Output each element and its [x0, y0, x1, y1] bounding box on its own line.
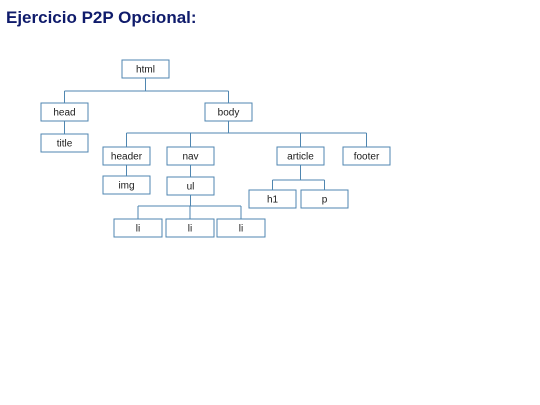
node-ul: ul [166, 176, 215, 196]
node-footer: footer [342, 146, 391, 166]
node-h1: h1 [248, 189, 297, 209]
node-label-h1: h1 [267, 195, 279, 206]
node-li1: li [113, 218, 163, 238]
node-article: article [276, 146, 325, 166]
node-box-li3 [216, 218, 266, 238]
node-box-article [276, 146, 325, 166]
node-label-article: article [287, 152, 314, 163]
node-label-ul: ul [187, 182, 195, 193]
node-box-html [121, 59, 170, 79]
node-box-body [204, 102, 253, 122]
node-box-footer [342, 146, 391, 166]
node-box-li1 [113, 218, 163, 238]
page-title: Ejercicio P2P Opcional: [6, 8, 197, 27]
node-box-li2 [165, 218, 215, 238]
node-html: html [121, 59, 170, 79]
node-box-h1 [248, 189, 297, 209]
node-li3: li [216, 218, 266, 238]
node-label-body: body [218, 108, 240, 119]
node-img: img [102, 175, 151, 195]
node-label-title: title [57, 139, 73, 150]
node-li2: li [165, 218, 215, 238]
node-p: p [300, 189, 349, 209]
node-head: head [40, 102, 89, 122]
node-box-title [40, 133, 89, 153]
node-label-head: head [53, 108, 75, 119]
node-title: title [40, 133, 89, 153]
node-label-header: header [111, 152, 143, 163]
node-box-header [102, 146, 151, 166]
node-box-ul [166, 176, 215, 196]
node-header: header [102, 146, 151, 166]
node-label-nav: nav [182, 152, 198, 163]
node-label-html: html [136, 65, 155, 76]
node-label-img: img [118, 181, 134, 192]
node-body: body [204, 102, 253, 122]
node-label-li3: li [239, 224, 243, 235]
node-box-img [102, 175, 151, 195]
node-label-p: p [322, 195, 328, 206]
node-box-head [40, 102, 89, 122]
node-label-li1: li [136, 224, 140, 235]
node-box-p [300, 189, 349, 209]
node-nav: nav [166, 146, 215, 166]
node-box-nav [166, 146, 215, 166]
node-label-li2: li [188, 224, 192, 235]
node-label-footer: footer [354, 152, 380, 163]
